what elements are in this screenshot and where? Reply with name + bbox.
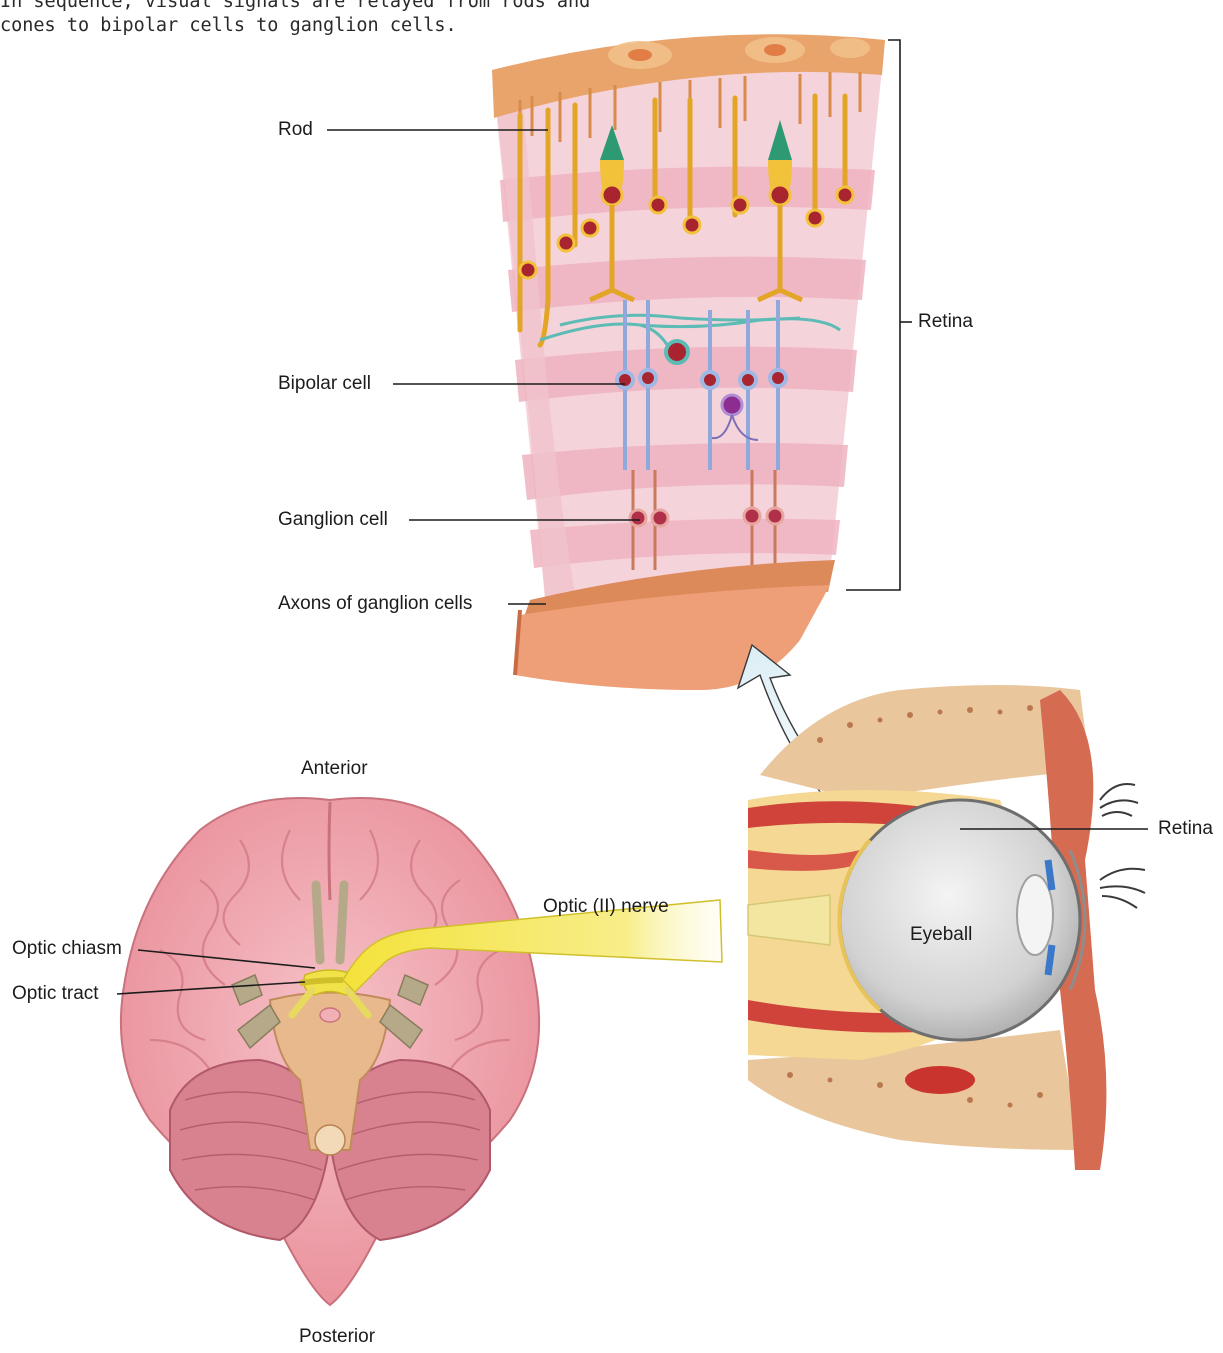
pituitary (320, 1008, 340, 1022)
label-eyeball: Eyeball (910, 924, 972, 946)
label-retina-section: Retina (918, 311, 973, 333)
caption-line-1: In sequence, visual signals are relayed … (0, 0, 590, 14)
amacrine-cell (666, 341, 688, 363)
label-retina-eye: Retina (1158, 818, 1213, 840)
brain-illustration (121, 798, 722, 1305)
label-bipolar-cell: Bipolar cell (278, 373, 371, 395)
lens (1017, 875, 1053, 955)
medulla-section (315, 1125, 345, 1155)
label-axons-of-ganglion-cells: Axons of ganglion cells (278, 593, 472, 615)
retina-section-illustration (492, 34, 885, 690)
label-anterior: Anterior (301, 758, 368, 780)
label-ganglion-cell: Ganglion cell (278, 509, 388, 531)
eyelashes (1100, 784, 1145, 908)
inferior-muscle (905, 1066, 975, 1094)
label-optic-tract: Optic tract (12, 983, 99, 1005)
label-rod: Rod (278, 119, 313, 141)
caption-line-2: cones to bipolar cells to ganglion cells… (0, 14, 457, 38)
label-optic-chiasm: Optic chiasm (12, 938, 122, 960)
label-optic-nerve: Optic (II) nerve (543, 896, 669, 918)
longitudinal-fissure (329, 802, 330, 900)
label-posterior: Posterior (299, 1326, 375, 1348)
